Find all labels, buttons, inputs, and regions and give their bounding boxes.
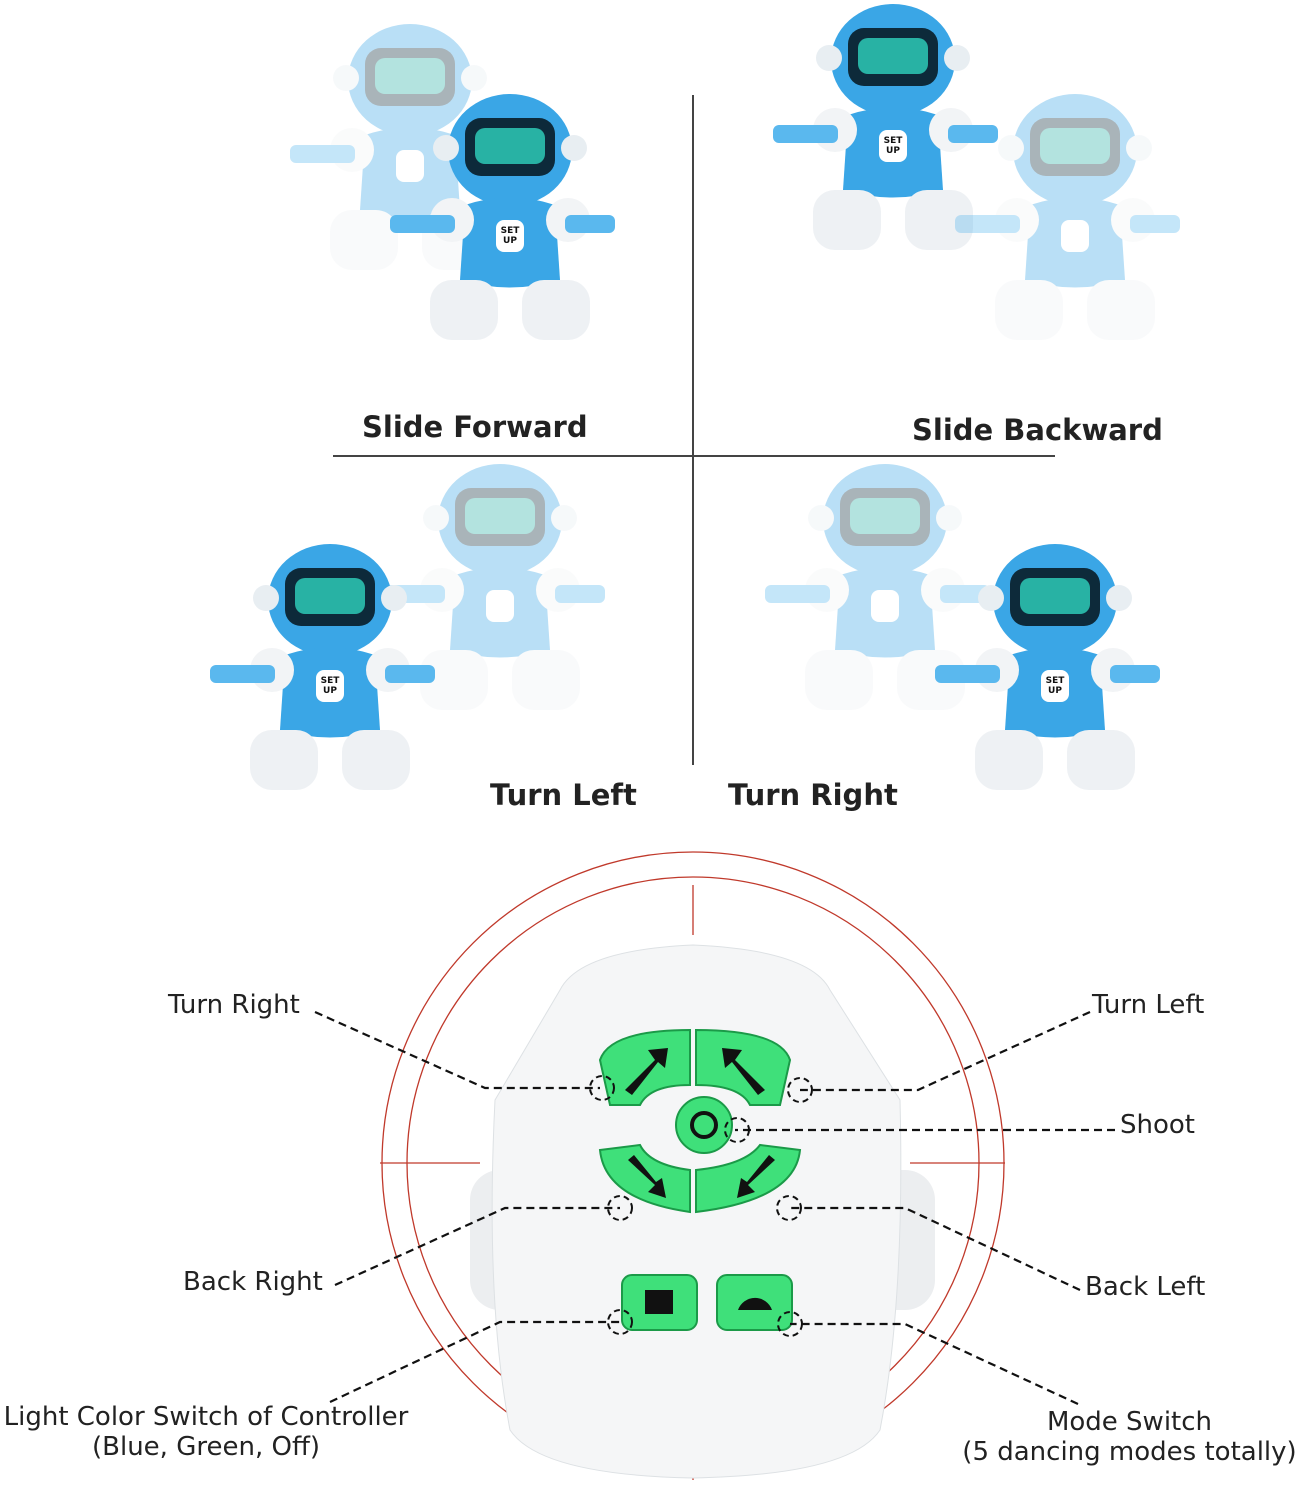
light-switch-options: (Blue, Green, Off) xyxy=(92,1432,320,1462)
label-slide-forward: Slide Forward xyxy=(362,410,588,444)
label-turn-right: Turn Right xyxy=(728,778,898,812)
robot-turn-right xyxy=(935,544,1160,790)
callout-light-switch: Light Color Switch of Controller (Blue, … xyxy=(0,1402,412,1462)
arrow-icon-turn-left xyxy=(722,1048,765,1095)
robot-badge-slide-forward: SET UP xyxy=(500,226,520,246)
label-turn-left: Turn Left xyxy=(490,778,637,812)
crosshair-icon xyxy=(690,1111,718,1139)
leader-lines xyxy=(314,1010,1115,1405)
callout-shoot: Shoot xyxy=(1120,1110,1195,1140)
callout-turn-left: Turn Left xyxy=(1092,990,1205,1020)
callout-back-left: Back Left xyxy=(1085,1272,1206,1302)
robot-slide-backward xyxy=(773,4,998,250)
robot-badge-turn-right: SET UP xyxy=(1045,676,1065,696)
light-switch-title: Light Color Switch of Controller xyxy=(3,1402,409,1432)
callout-back-right: Back Right xyxy=(183,1267,323,1297)
button-icons xyxy=(625,1048,775,1314)
back-left-button xyxy=(695,1143,802,1214)
robot-badge-turn-left: SET UP xyxy=(320,676,340,696)
callout-turn-right: Turn Right xyxy=(168,990,300,1020)
turn-left-button xyxy=(695,1028,792,1106)
gauge-icon xyxy=(738,1297,772,1310)
robot-turn-left xyxy=(210,544,435,790)
label-slide-backward: Slide Backward xyxy=(912,413,1163,447)
windows-icon xyxy=(645,1290,673,1314)
callout-mode-switch: Mode Switch (5 dancing modes totally) xyxy=(960,1407,1299,1467)
arrow-icon-back-right xyxy=(628,1155,666,1198)
arrow-icon-back-left xyxy=(737,1155,775,1198)
robot-badge-slide-backward: SET UP xyxy=(883,136,903,156)
mode-switch-note: (5 dancing modes totally) xyxy=(962,1437,1297,1467)
target-markers xyxy=(589,1075,813,1337)
mode-switch-title: Mode Switch xyxy=(1046,1407,1213,1437)
shoot-button xyxy=(675,1096,733,1154)
back-right-button xyxy=(598,1143,691,1214)
arrow-icon-turn-right xyxy=(625,1048,668,1095)
